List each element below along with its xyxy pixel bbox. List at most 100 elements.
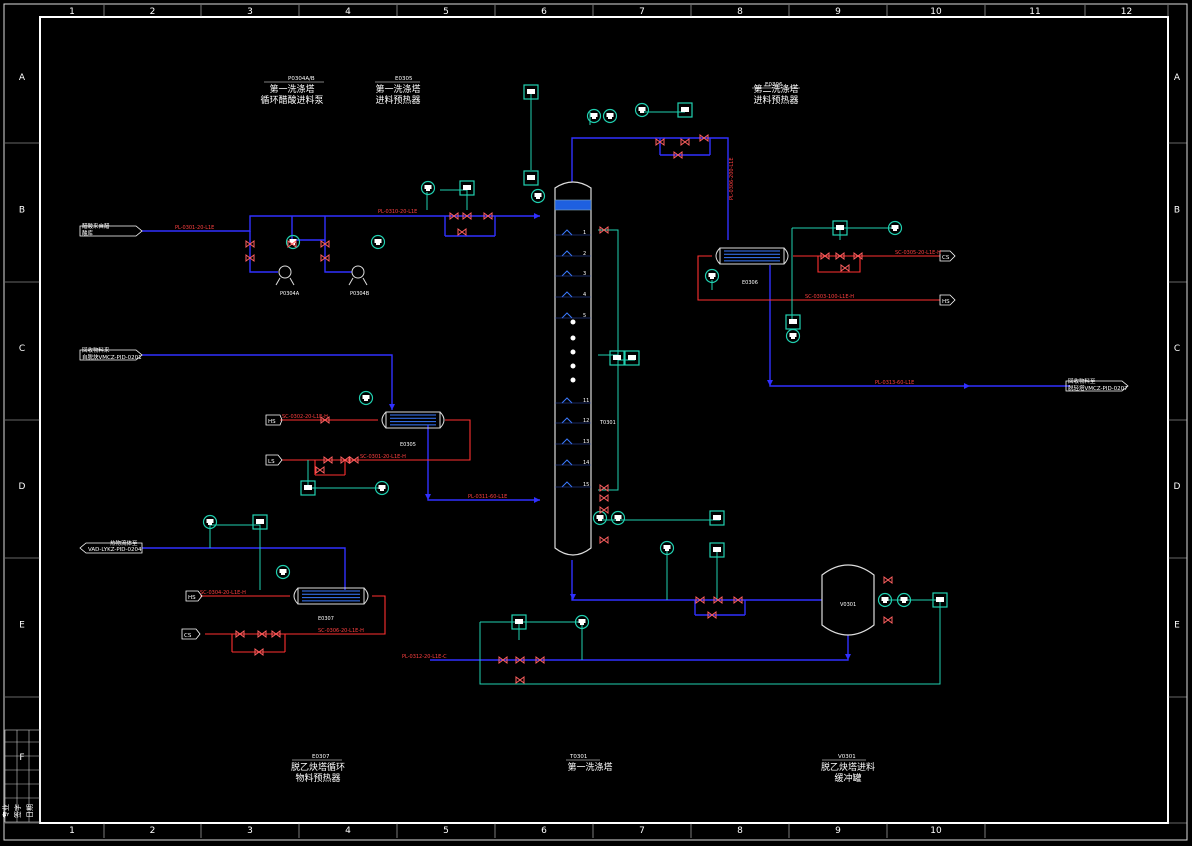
stream-tag-s6: CS [184, 633, 192, 639]
stream-out-2: 脱轻塔VMCZ-PID-0207 [1068, 384, 1128, 392]
line-label-l4: PL-0313-60-L1E [875, 380, 914, 386]
col-label-top: 10 [930, 7, 942, 17]
stream-tag-s1: HS [268, 419, 276, 425]
tray-number: 1 [583, 230, 586, 236]
preheater2-tag: E0306 [765, 82, 783, 88]
tray-number: 13 [583, 439, 589, 445]
row-label-right: C [1174, 344, 1180, 354]
col-label-top: 12 [1121, 7, 1132, 17]
pump-b-tag: P0304B [350, 291, 370, 297]
vessel-inner-tag: V0301 [840, 602, 856, 608]
instruments [202, 84, 948, 630]
preheater1-tag: E0305 [395, 76, 413, 82]
column-tag: T0301 [569, 754, 587, 760]
col-label-bottom: 10 [930, 826, 942, 836]
outer-frame [3, 3, 1188, 841]
stream-boxes [79, 225, 1129, 640]
col-label-top: 4 [345, 7, 351, 17]
col-label-bottom: 8 [737, 826, 743, 836]
tray-number: 15 [583, 482, 589, 488]
row-label-left: B [19, 206, 25, 216]
pump-a-tag: P0304A [280, 291, 300, 297]
col-label-top: 6 [541, 7, 547, 17]
pump-tag: P0304A/B [288, 76, 315, 82]
row-label-left: A [19, 73, 26, 83]
col-label-bottom: 4 [345, 826, 351, 836]
col-label-top: 5 [443, 7, 449, 17]
stream-left-1: 热物流体至 [110, 539, 138, 547]
line-label-l10: SC-0305-20-L1E-H [895, 250, 941, 256]
preheater2-caption: 第二洗涤塔进料预热器 [753, 83, 798, 106]
col-label-bottom: 5 [443, 826, 449, 836]
line-label-l11: SC-0304-20-L1E-H [200, 590, 246, 596]
col-label-top: 11 [1029, 7, 1040, 17]
row-label-left: F [19, 753, 24, 763]
col-label-bottom: 9 [835, 826, 841, 836]
stream-tag-s4: HS [942, 299, 950, 305]
stream-tag-s2: LS [268, 459, 275, 465]
tray-number: 3 [583, 271, 586, 277]
exch3-tag: E0307 [318, 616, 334, 622]
exch1-tag: E0305 [400, 442, 416, 448]
exch2-tag: E0306 [742, 280, 758, 286]
col-label-bottom: 2 [150, 826, 156, 836]
line-label-l1: PL-0301-20-L1E [175, 225, 214, 231]
line-label-l7: SC-0302-20-L1E-H [282, 414, 328, 420]
bottom-left-tag: E0307 [312, 754, 330, 760]
col-label-bottom: 1 [69, 826, 75, 836]
heat-exchangers [293, 247, 789, 605]
vessel-v0301 [821, 564, 875, 636]
valves [235, 134, 893, 684]
col-label-top: 9 [835, 7, 841, 17]
col-label-top: 3 [247, 7, 253, 17]
title-block-2: 签字 [13, 804, 22, 818]
stream-acid-1: 醋酸来自醋 [82, 222, 110, 230]
line-label-l8: SC-0303-100-L1E-H [805, 294, 854, 300]
title-block-1: 专业 [1, 804, 10, 818]
stream-out-1: 回收物料至 [1068, 377, 1096, 385]
pumps [275, 265, 368, 286]
stream-tag-s5: HS [188, 595, 196, 601]
col-label-bottom: 7 [639, 826, 645, 836]
title-block-3: 日期 [26, 804, 34, 818]
tray-number: 12 [583, 418, 589, 424]
flow-arrows [389, 213, 970, 660]
column-inner-tag: T0301 [599, 420, 616, 426]
vessel-caption: 脱乙炔塔进料缓冲罐 [821, 761, 875, 784]
col-label-top: 8 [737, 7, 743, 17]
row-label-right: E [1174, 621, 1180, 631]
line-label-l3: PL-0306-200-L1E [729, 157, 735, 200]
row-label-right: A [1174, 73, 1181, 83]
stream-recycle-2: 自脱炔VMCZ-PID-0201 [82, 353, 142, 361]
stream-left-2: VAD-LYKZ-PID-0204 [88, 547, 142, 553]
pump-caption: 第一洗涤塔循环醋酸进料泵 [260, 83, 323, 106]
tray-number: 4 [583, 292, 586, 298]
tray-number: 14 [583, 460, 589, 466]
preheater1-caption: 第一洗涤塔进料预热器 [375, 83, 420, 106]
tray-number: 2 [583, 251, 586, 257]
tray-number: 5 [583, 313, 586, 319]
tray-number: 11 [583, 398, 589, 404]
line-label-l5: PL-0311-60-L1E [468, 494, 507, 500]
line-label-l6: PL-0312-20-L1E-C [402, 654, 447, 660]
col-label-bottom: 6 [541, 826, 547, 836]
stream-tag-s3: CS [942, 255, 950, 261]
line-label-l2: PL-0310-20-L1E [378, 209, 417, 215]
col-label-top: 1 [69, 7, 75, 17]
vessel-tag: V0301 [838, 754, 856, 760]
line-label-l12: SC-0306-20-L1E-H [318, 628, 364, 634]
row-label-left: E [19, 621, 25, 631]
col-label-top: 2 [150, 7, 156, 17]
stream-recycle-1: 回收物料来 [82, 346, 110, 354]
row-label-right: D [1174, 482, 1181, 492]
bottom-left-caption: 脱乙炔塔循环物料预热器 [291, 761, 345, 784]
col-label-bottom: 3 [247, 826, 253, 836]
col-label-top: 7 [639, 7, 645, 17]
title-block [4, 729, 41, 823]
stream-acid-2: 酸库 [82, 229, 94, 237]
column-caption: 第一洗涤塔 [567, 761, 612, 773]
process-lines [142, 137, 1070, 661]
